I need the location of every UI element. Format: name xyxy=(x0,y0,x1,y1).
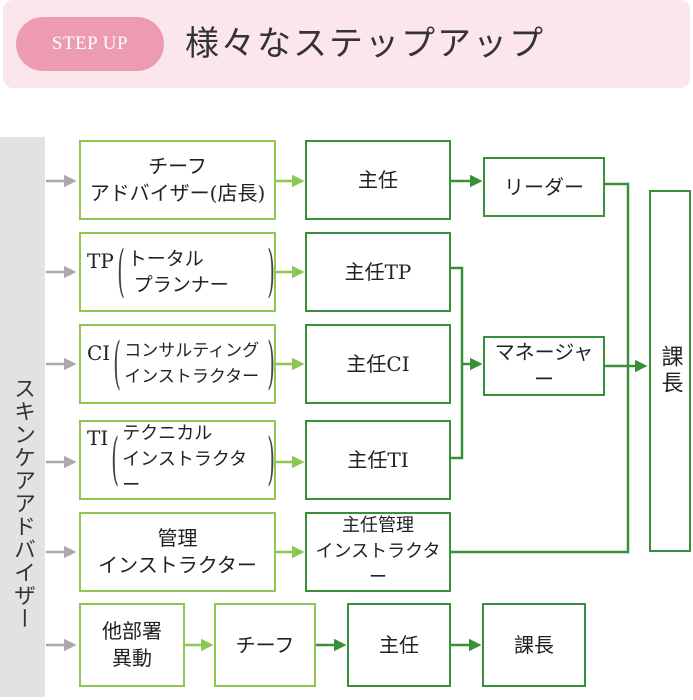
box-ci: CI ( コンサルティング インストラクター ) xyxy=(79,324,276,404)
header-banner: STEP UP 様々なステップアップ xyxy=(3,0,690,88)
page-title: 様々なステップアップ xyxy=(185,24,545,64)
box-shunin-kanri: 主任管理 インストラクター xyxy=(305,512,451,592)
box-kacho-row6: 課長 xyxy=(482,603,586,687)
box-leader: リーダー xyxy=(483,157,605,217)
sidebar-column: スキンケアアドバイザー xyxy=(0,137,45,697)
box-shunin-ti: 主任TI xyxy=(305,420,451,500)
step-up-badge: STEP UP xyxy=(16,17,164,71)
box-ti: TI ( テクニカル インストラクター ) xyxy=(79,420,276,500)
box-chief-row6: チーフ xyxy=(214,603,316,687)
box-tp: TP ( トータル プランナー ) xyxy=(79,232,276,312)
box-shunin: 主任 xyxy=(305,140,451,220)
box-kacho-tall: 課長 xyxy=(649,190,691,552)
box-other-dept: 他部署 異動 xyxy=(79,603,185,687)
box-kanri-instructor: 管理 インストラクター xyxy=(79,512,276,592)
box-shunin-ci: 主任CI xyxy=(305,324,451,404)
box-shunin-row6: 主任 xyxy=(347,603,451,687)
sidebar-label: スキンケアアドバイザー xyxy=(10,377,35,630)
box-chief-advisor: チーフ アドバイザー(店長) xyxy=(79,140,276,220)
box-shunin-tp: 主任TP xyxy=(305,232,451,312)
box-manager: マネージャー xyxy=(483,336,605,396)
